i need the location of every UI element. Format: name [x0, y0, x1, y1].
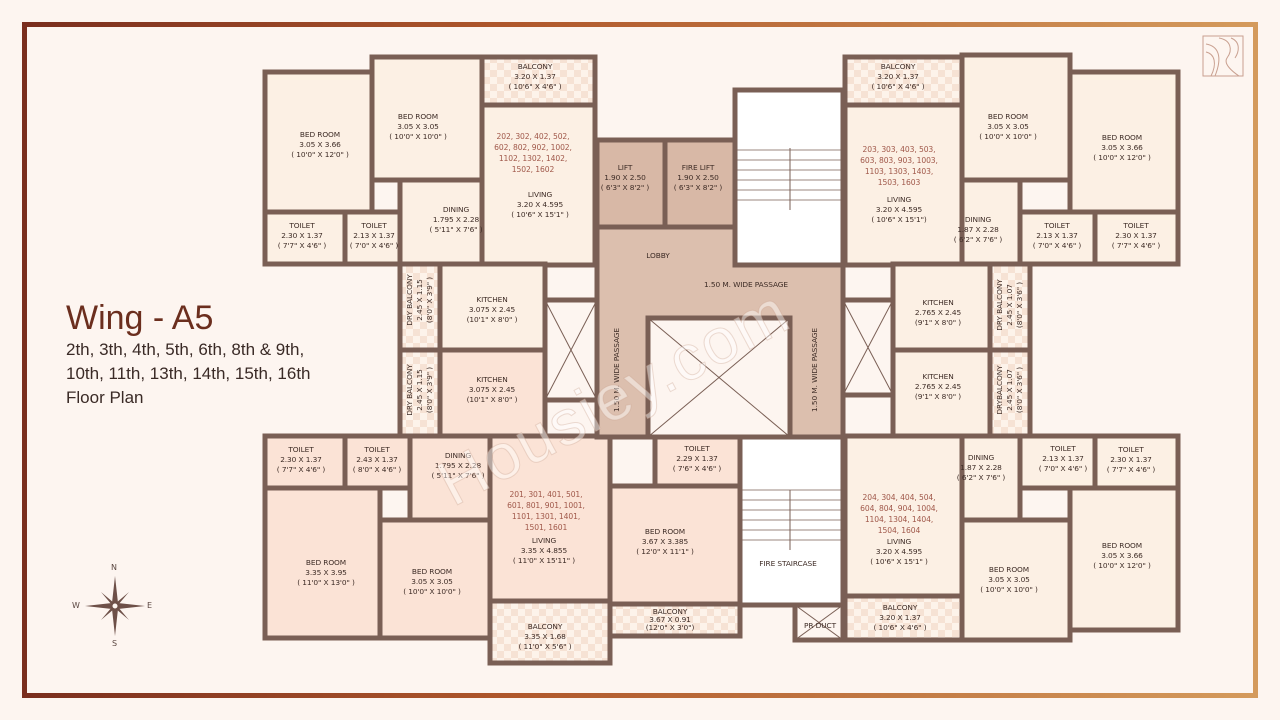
unit-numbers: 201, 301, 401, 501, 601, 801, 901, 1001,… [507, 490, 585, 532]
flat-204-bed1 [959, 517, 1073, 643]
unit-numbers: 202, 302, 402, 502, 602, 802, 902, 1002,… [494, 132, 572, 174]
unit-numbers: 203, 303, 403, 503, 603, 803, 903, 1003,… [860, 145, 938, 187]
wing-title: Wing - A5 [66, 299, 214, 337]
compass-west: W [72, 601, 80, 610]
flat-204-dining [959, 433, 1023, 523]
pr-duct-label: PR DUCT [803, 621, 837, 630]
compass-east: E [147, 601, 153, 610]
flat-202-balcony [479, 54, 598, 108]
flat-201-bed3 [607, 483, 743, 607]
brand-logo [1202, 35, 1244, 77]
flat-202-dry-balcony [397, 261, 443, 353]
fire-staircase-label: FIRE STAIRCASE [759, 559, 817, 568]
flat-202-bed1 [262, 69, 375, 215]
flat-201-toilet1 [262, 433, 348, 491]
compass-south: S [112, 639, 118, 648]
flat-201-bed2 [377, 517, 493, 641]
flat-203-toilet2 [1092, 209, 1181, 267]
stair-treads [737, 149, 841, 541]
flat-202-living [479, 102, 598, 268]
passage-label-right: 1.50 M. WIDE PASSAGE [810, 328, 819, 412]
passage-label-left: 1.50 M. WIDE PASSAGE [612, 328, 621, 412]
flat-204-toilet2 [1092, 433, 1181, 491]
flat-202-toilet1 [262, 209, 348, 267]
flat-204-toilet1 [1017, 433, 1098, 491]
flat-202-bed2 [369, 54, 485, 183]
flat-201-toilet2 [342, 433, 413, 491]
flat-201-balcony2 [607, 601, 743, 639]
flat-201-living [487, 433, 613, 604]
fire-staircase [737, 434, 846, 608]
lift [594, 137, 668, 230]
flat-203-dry-balcony [987, 261, 1033, 353]
lobby-label: LOBBY [646, 251, 670, 260]
flat-201-bed1 [262, 485, 383, 641]
compass-rose-icon [85, 576, 145, 636]
flat-204-bed2 [1067, 485, 1181, 633]
unit-numbers: 204, 304, 404, 504, 604, 804, 904, 1004,… [860, 493, 938, 535]
plan-title-block: Wing - A5 2th, 3th, 4th, 5th, 6th, 8th &… [66, 298, 336, 410]
passage-label: 1.50 M. WIDE PASSAGE [704, 280, 788, 289]
flat-202-toilet2 [342, 209, 403, 267]
floors-subtitle: 2th, 3th, 4th, 5th, 6th, 8th & 9th, 10th… [66, 340, 311, 407]
flat-201-balcony [487, 598, 613, 666]
flat-204-balcony [842, 593, 965, 643]
staircase-top [732, 87, 846, 268]
compass-north: N [111, 563, 117, 572]
